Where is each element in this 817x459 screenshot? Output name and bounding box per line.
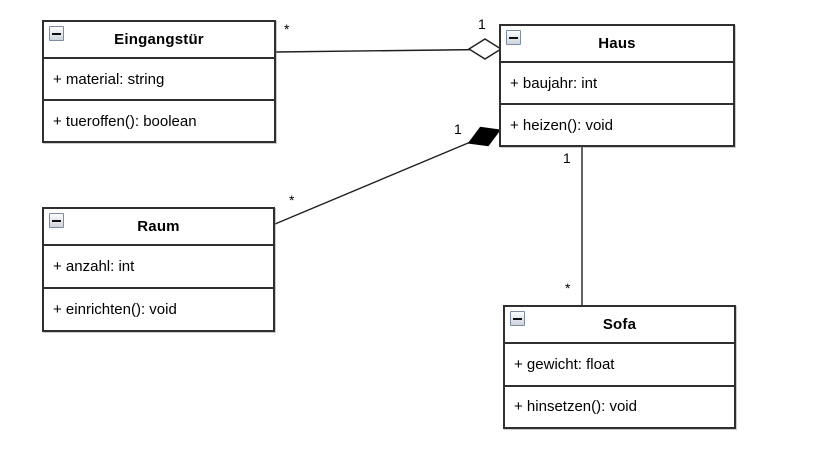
multiplicity-label-aggregation-source[interactable]: * — [284, 21, 290, 37]
composition-line-raum-haus[interactable] — [274, 132, 493, 225]
class-header[interactable]: Sofa — [505, 307, 734, 344]
method-row[interactable]: + hinsetzen(): void — [505, 384, 734, 428]
class-title: Raum — [137, 218, 180, 235]
collapse-minus-icon[interactable] — [49, 213, 64, 228]
collapse-minus-icon[interactable] — [510, 311, 525, 326]
class-header[interactable]: Haus — [501, 26, 733, 63]
class-header[interactable]: Raum — [44, 209, 273, 246]
method-row[interactable]: + heizen(): void — [501, 103, 733, 145]
class-box-sofa[interactable]: Sofa + gewicht: float + hinsetzen(): voi… — [503, 305, 736, 429]
class-title: Haus — [598, 35, 636, 52]
class-box-raum[interactable]: Raum + anzahl: int + einrichten(): void — [42, 207, 275, 332]
attribute-row[interactable]: + anzahl: int — [53, 258, 135, 275]
collapse-minus-icon[interactable] — [506, 30, 521, 45]
collapse-minus-icon[interactable] — [49, 26, 64, 41]
class-box-eingangstuer[interactable]: Eingangstür + material: string + tueroff… — [42, 20, 276, 143]
method-row[interactable]: + einrichten(): void — [44, 287, 273, 330]
attribute-row[interactable]: + baujahr: int — [510, 74, 598, 92]
class-box-haus[interactable]: Haus + baujahr: int + heizen(): void — [499, 24, 735, 147]
multiplicity-label-association-target[interactable]: * — [565, 280, 571, 296]
multiplicity-label-composition-target[interactable]: 1 — [454, 121, 462, 137]
aggregation-diamond-icon[interactable] — [467, 38, 503, 60]
class-header[interactable]: Eingangstür — [44, 22, 274, 59]
minus-glyph — [52, 219, 61, 222]
multiplicity-label-composition-source[interactable]: * — [289, 192, 295, 208]
multiplicity-label-aggregation-target[interactable]: 1 — [478, 16, 486, 32]
class-title: Sofa — [602, 316, 637, 333]
minus-glyph — [509, 36, 518, 39]
class-title: Eingangstür — [114, 31, 204, 48]
attribute-row[interactable]: + material: string — [53, 70, 165, 88]
aggregation-line-eingangstuer-haus[interactable] — [275, 48, 485, 53]
minus-glyph — [52, 32, 61, 35]
minus-glyph — [513, 317, 522, 320]
composition-diamond-icon[interactable] — [467, 126, 501, 147]
method-row[interactable]: + tueroffen(): boolean — [44, 99, 274, 141]
multiplicity-label-association-source[interactable]: 1 — [563, 150, 571, 166]
attribute-row[interactable]: + gewicht: float — [514, 355, 615, 373]
